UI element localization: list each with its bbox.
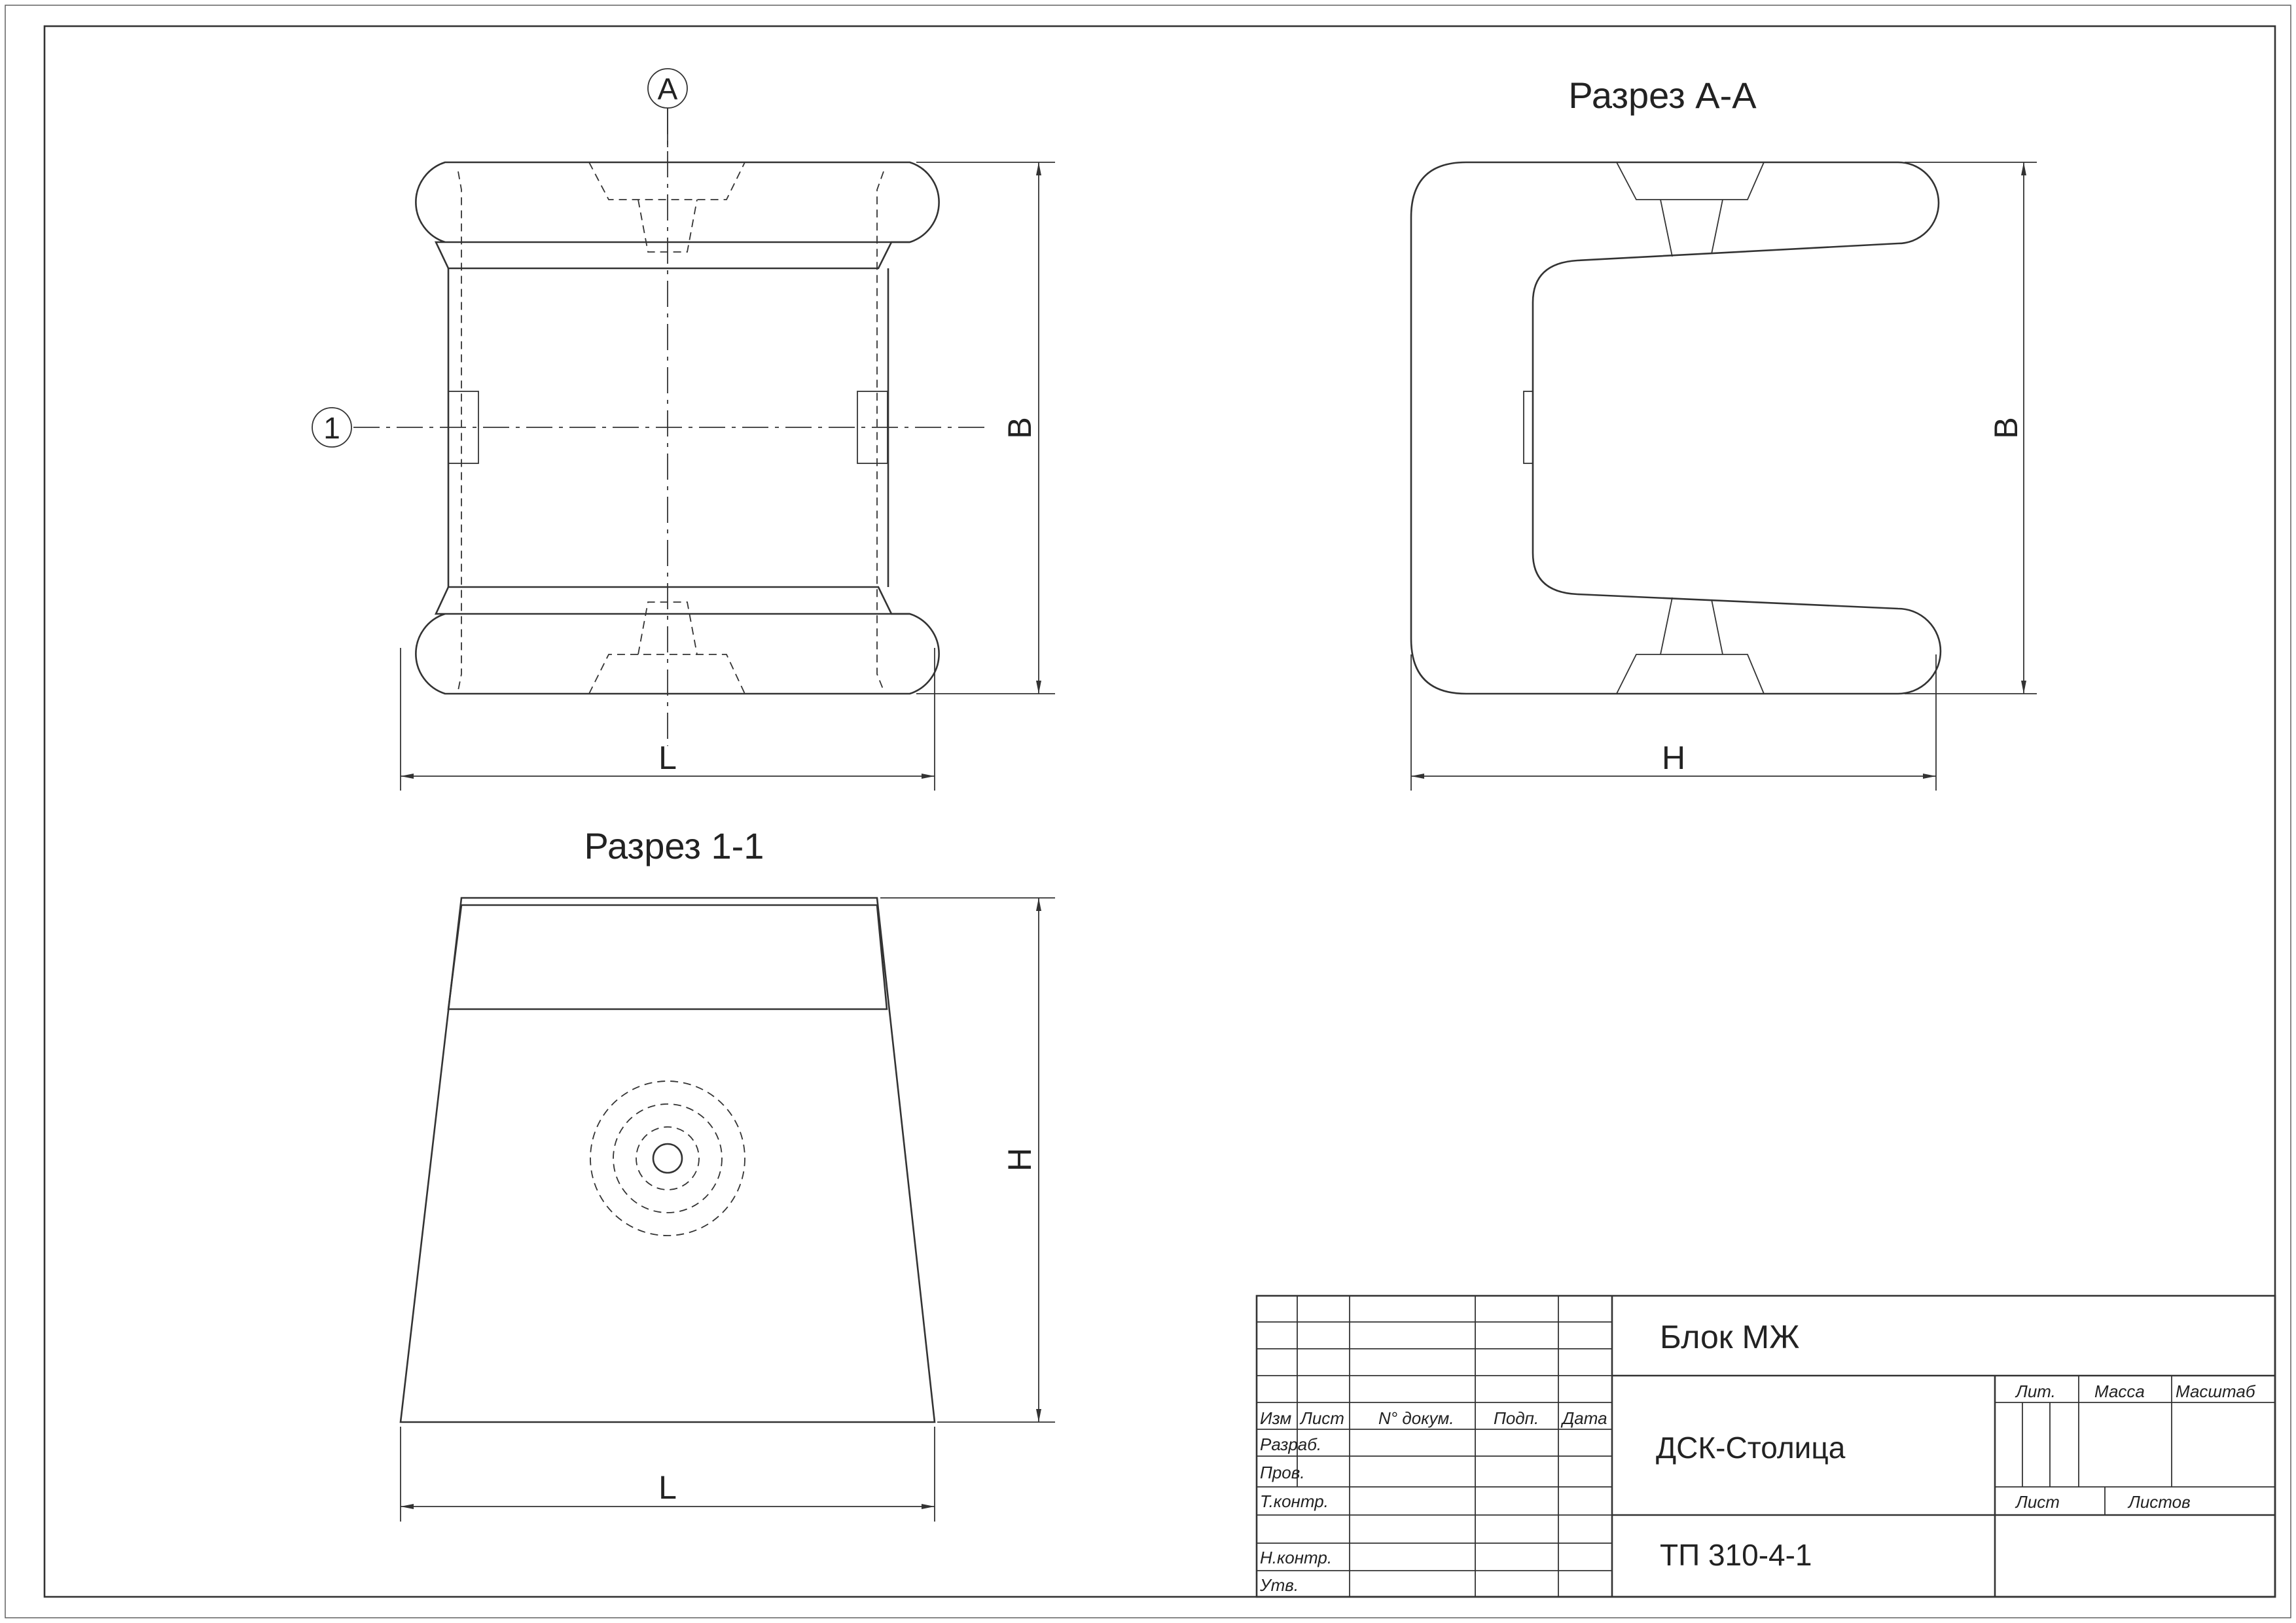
front-bottom-flange xyxy=(415,586,940,695)
section-11-socket-inner xyxy=(636,1126,700,1190)
tb-role-utv: Утв. xyxy=(1259,1575,1299,1595)
inner-frame xyxy=(43,25,2276,1598)
section-marker-a-label: A xyxy=(658,72,678,106)
tb-field-masshtab: Масштаб xyxy=(2176,1382,2256,1401)
tb-col-doc: N° докум. xyxy=(1378,1408,1454,1428)
tb-role-razrab: Разраб. xyxy=(1260,1435,1321,1454)
section-aa-bottom-socket xyxy=(1616,654,1765,694)
title-block: Изм Лист N° докум. Подп. Дата Разраб. Пр… xyxy=(1255,1294,2276,1598)
tb-col-sign: Подп. xyxy=(1494,1408,1539,1428)
section-11-view: Разрез 1-1 H L xyxy=(399,825,1055,1522)
tb-field-massa: Масса xyxy=(2094,1382,2145,1401)
section-11-hole xyxy=(652,1143,683,1174)
tb-role-nkontr: Н.контр. xyxy=(1260,1548,1332,1567)
section-11-dim-label-h: H xyxy=(1001,1148,1038,1171)
front-view: A 1 B L xyxy=(312,68,1055,791)
section-11-title: Разрез 1-1 xyxy=(584,825,764,866)
section-11-trapezoid xyxy=(399,897,936,1423)
tb-col-izm: Изм xyxy=(1260,1408,1291,1428)
tb-role-tkontr: Т.контр. xyxy=(1260,1491,1329,1511)
section-11-dim-label-l: L xyxy=(658,1469,677,1506)
dim-label-l: L xyxy=(658,740,677,776)
tb-field-list: Лист xyxy=(2015,1492,2060,1512)
dim-label-b: B xyxy=(1001,417,1038,438)
section-11-socket-outer xyxy=(590,1080,745,1236)
section-aa-view: Разрез А-А B H xyxy=(1410,75,2037,791)
section-marker-1 xyxy=(312,407,352,448)
section-aa-dim-label-b: B xyxy=(1988,417,2024,438)
section-aa-lug xyxy=(1523,391,1534,464)
section-marker-a xyxy=(647,68,688,109)
tb-code: ТП 310-4-1 xyxy=(1660,1538,1812,1572)
section-aa-title: Разрез А-А xyxy=(1568,75,1757,116)
front-top-flange xyxy=(415,161,940,270)
tb-field-lit: Лит. xyxy=(2015,1382,2056,1401)
tb-field-listov: Листов xyxy=(2127,1492,2191,1512)
outer-frame xyxy=(5,5,2291,1618)
tb-name: Блок МЖ xyxy=(1660,1319,1799,1355)
section-11-socket-mid xyxy=(613,1103,723,1213)
tb-org: ДСК-Столица xyxy=(1656,1431,1846,1465)
section-aa-profile xyxy=(1410,161,1942,695)
section-aa-dim-label-h: H xyxy=(1662,740,1685,776)
tb-role-prov: Пров. xyxy=(1260,1463,1305,1482)
tb-col-date: Дата xyxy=(1560,1408,1607,1428)
section-aa-top-socket xyxy=(1616,162,1765,200)
section-marker-1-label: 1 xyxy=(323,411,340,445)
section-11-hatched-band xyxy=(447,904,888,1010)
tb-col-list: Лист xyxy=(1299,1408,1344,1428)
